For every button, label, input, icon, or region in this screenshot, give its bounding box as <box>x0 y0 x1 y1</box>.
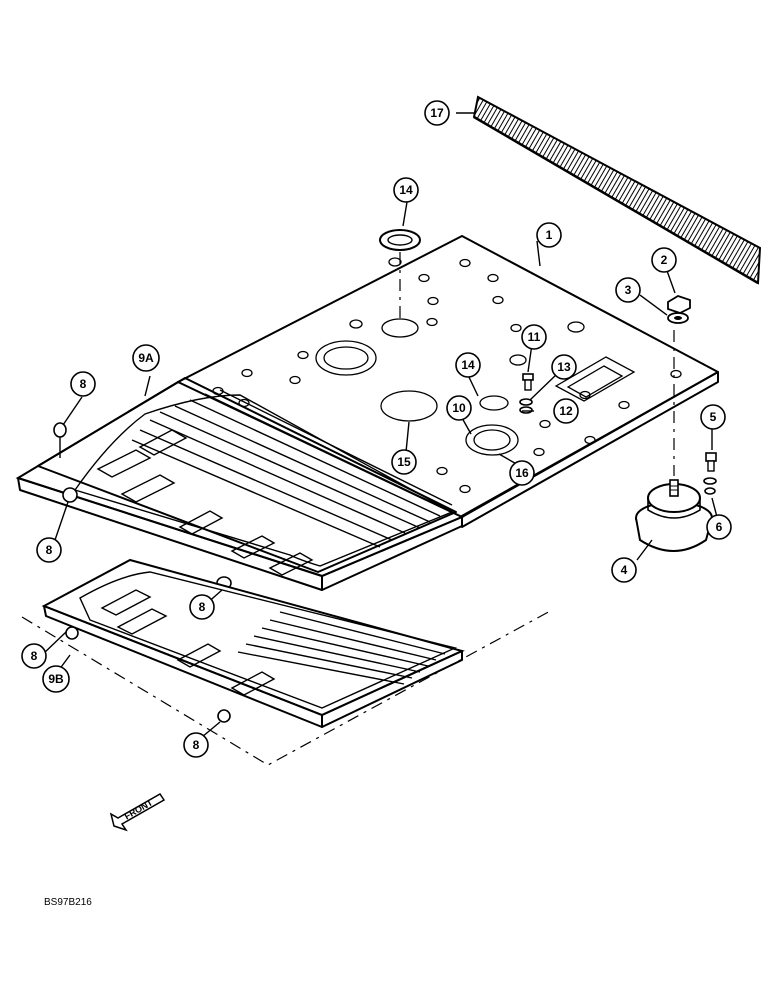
callout-4-label: 4 <box>621 563 628 577</box>
callout-17-label: 17 <box>430 106 444 120</box>
callout-8-center: 8 <box>189 594 215 620</box>
callout-14-label: 14 <box>461 358 475 372</box>
callout-8-label: 8 <box>199 600 206 614</box>
callout-10: 10 <box>446 395 472 421</box>
drawing-code: BS97B216 <box>44 897 92 908</box>
front-label: FRONT <box>123 797 155 821</box>
callout-17: 17 <box>424 100 450 126</box>
callout-2-label: 2 <box>661 253 668 267</box>
front-arrow: FRONT <box>109 793 166 832</box>
callout-8-label: 8 <box>193 738 200 752</box>
callout-1-label: 1 <box>546 228 553 242</box>
callout-9b: 9B <box>42 665 70 693</box>
nut-and-washer <box>667 295 691 324</box>
callout-11-label: 11 <box>528 330 541 344</box>
callout-11: 11 <box>521 324 547 350</box>
callout-9a: 9A <box>132 344 160 372</box>
callout-8-upper-left: 8 <box>70 371 96 397</box>
callout-8-label: 8 <box>31 649 38 663</box>
callout-10-label: 10 <box>452 401 466 415</box>
callout-6: 6 <box>706 514 732 540</box>
callout-12: 12 <box>553 398 579 424</box>
grommet-14-top <box>379 229 421 318</box>
callout-8-label: 8 <box>46 543 53 557</box>
callout-8-bottom: 8 <box>183 732 209 758</box>
callout-5-label: 5 <box>710 410 717 424</box>
callout-8-mid-left: 8 <box>36 537 62 563</box>
callout-5: 5 <box>700 404 726 430</box>
callout-4: 4 <box>611 557 637 583</box>
callout-8-lower-left: 8 <box>21 643 47 669</box>
callout-9b-label: 9B <box>48 672 64 686</box>
bolt-and-washer <box>703 452 717 495</box>
callout-13: 13 <box>551 354 577 380</box>
callout-8-label: 8 <box>80 377 87 391</box>
callout-16-label: 16 <box>515 466 529 480</box>
callout-14-middle: 14 <box>455 352 481 378</box>
callout-14-top: 14 <box>393 177 419 203</box>
callout-12-label: 12 <box>559 404 573 418</box>
isolator-mount <box>635 330 713 552</box>
floor-mat-9a <box>15 377 465 591</box>
callout-2: 2 <box>651 247 677 273</box>
callout-15-label: 15 <box>397 455 411 469</box>
callout-3: 3 <box>615 277 641 303</box>
callout-14-label: 14 <box>399 183 413 197</box>
callout-16: 16 <box>509 460 535 486</box>
bolt-11-hardware <box>519 373 534 414</box>
callout-1: 1 <box>536 222 562 248</box>
callout-13-label: 13 <box>557 360 571 374</box>
callout-9a-label: 9A <box>138 351 154 365</box>
callout-3-label: 3 <box>625 283 632 297</box>
callout-6-label: 6 <box>716 520 723 534</box>
callout-15: 15 <box>391 449 417 475</box>
seal-strip <box>472 95 762 285</box>
floor-mat-9b <box>21 558 553 766</box>
